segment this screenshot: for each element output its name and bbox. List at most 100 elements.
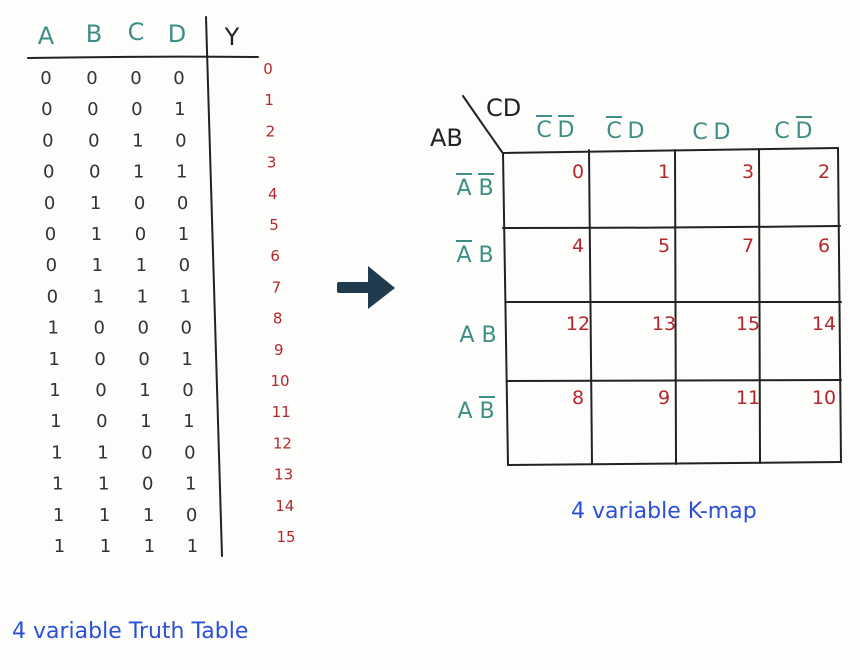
kmap-grid-v1: [588, 149, 593, 465]
kmap-cell-0-3: 2: [818, 161, 830, 183]
tt-cell: 1: [54, 536, 65, 557]
tt-row-index: 8: [273, 310, 283, 328]
kmap-cell-3-3: 10: [812, 387, 836, 409]
tt-cell: 0: [87, 99, 98, 120]
tt-cell: 1: [187, 536, 198, 557]
tt-cell: 1: [174, 99, 185, 120]
kmap-cell-2-1: 13: [652, 313, 676, 335]
tt-caption: 4 variable Truth Table: [12, 619, 248, 644]
tt-cell: 1: [47, 318, 58, 339]
tt-header-d: D: [168, 20, 186, 48]
kmap-grid-top: [502, 147, 839, 154]
tt-row-index: 5: [269, 216, 279, 234]
tt-row-index: 1: [264, 91, 274, 109]
kmap-cell-2-0: 12: [566, 313, 590, 335]
kmap-cell-0-0: 0: [572, 161, 584, 183]
tt-cell: 0: [94, 349, 105, 370]
kmap-cell-2-3: 14: [812, 313, 836, 335]
tt-cell: 0: [42, 130, 53, 151]
kmap-row-label-0-first: A: [456, 176, 471, 201]
tt-cell: 0: [47, 286, 58, 307]
tt-cell: 0: [175, 130, 186, 151]
kmap-corner-row-label: AB: [430, 124, 463, 152]
tt-row-index: 4: [268, 185, 278, 203]
kmap-cell-2-2: 15: [736, 313, 760, 335]
kmap-grid-bottom: [507, 461, 842, 466]
tt-cell: 0: [96, 411, 107, 432]
tt-cell: 0: [179, 255, 190, 276]
kmap-row-label-2-second: B: [481, 323, 496, 348]
tt-cell: 1: [100, 536, 111, 557]
kmap-col-label-3-second: D: [796, 119, 813, 144]
tt-cell: 1: [140, 411, 151, 432]
tt-cell: 1: [143, 505, 154, 526]
tt-row-index: 13: [274, 466, 293, 484]
tt-cell: 1: [90, 193, 101, 214]
tt-cell: 1: [97, 442, 108, 463]
tt-cell: 0: [130, 68, 141, 89]
tt-cell: 0: [89, 162, 100, 183]
tt-cell: 0: [180, 318, 191, 339]
tt-cell: 1: [52, 474, 63, 495]
tt-cell: 0: [186, 505, 197, 526]
tt-cell: 1: [51, 442, 62, 463]
kmap-corner-col-label: CD: [486, 94, 521, 122]
tt-cell: 1: [176, 162, 187, 183]
tt-divider: [205, 16, 223, 557]
kmap-row-label-3-first: A: [457, 399, 472, 424]
tt-cell: 1: [53, 505, 64, 526]
tt-row-index: 15: [276, 528, 295, 546]
tt-cell: 0: [138, 349, 149, 370]
tt-cell: 1: [48, 349, 59, 370]
tt-cell: 0: [88, 130, 99, 151]
kmap-grid-left: [502, 152, 509, 466]
kmap-cell-1-2: 7: [742, 235, 754, 257]
tt-cell: 1: [99, 505, 110, 526]
tt-cell: 0: [45, 224, 56, 245]
tt-cell: 1: [185, 474, 196, 495]
kmap-row-label-1-first: A: [456, 243, 471, 268]
kmap-row-label-2-first: A: [459, 323, 474, 348]
tt-cell: 1: [139, 380, 150, 401]
tt-row-index: 2: [266, 122, 276, 140]
kmap-col-label-3-first: C: [774, 119, 789, 144]
tt-row-index: 11: [272, 403, 291, 421]
tt-header-c: C: [128, 18, 145, 46]
kmap-caption: 4 variable K-map: [571, 499, 757, 524]
tt-cell: 1: [133, 162, 144, 183]
kmap-col-label-2-second: D: [714, 120, 731, 145]
kmap-grid-h1: [502, 225, 841, 229]
right-arrow-icon: [337, 266, 395, 309]
kmap-col-label-1-second: D: [628, 119, 645, 144]
tt-cell: 1: [98, 474, 109, 495]
tt-cell: 0: [131, 99, 142, 120]
tt-row-index: 10: [270, 372, 289, 390]
kmap-cell-3-2: 11: [736, 387, 760, 409]
tt-cell: 0: [44, 193, 55, 214]
kmap-col-label-1-first: C: [606, 119, 621, 144]
tt-cell: 1: [181, 349, 192, 370]
tt-row-index: 12: [273, 434, 292, 452]
kmap-grid-right: [837, 147, 842, 463]
tt-row-index: 6: [270, 247, 280, 265]
tt-cell: 1: [144, 536, 155, 557]
tt-cell: 0: [142, 474, 153, 495]
kmap-cell-3-1: 9: [658, 387, 670, 409]
tt-cell: 1: [91, 224, 102, 245]
kmap-grid-v3: [758, 148, 761, 464]
tt-header-b: B: [86, 20, 102, 48]
tt-cell: 0: [182, 380, 193, 401]
tt-cell: 1: [137, 286, 148, 307]
tt-cell: 1: [50, 411, 61, 432]
tt-cell: 0: [184, 442, 195, 463]
